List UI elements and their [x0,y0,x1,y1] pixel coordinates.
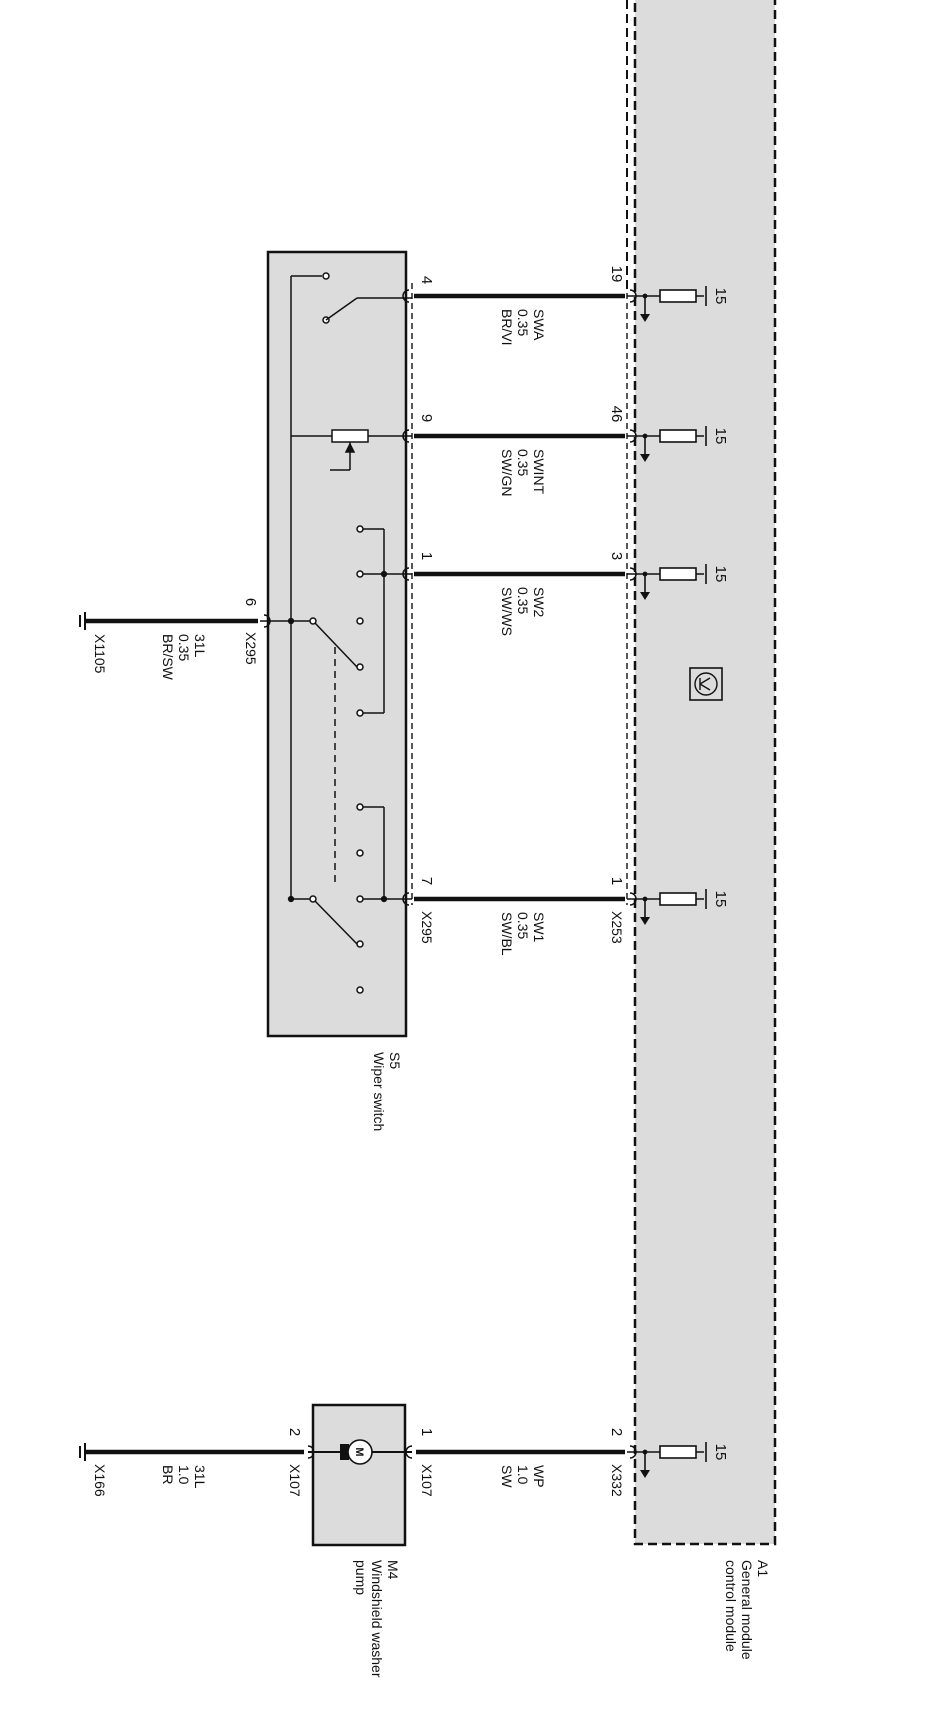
m4-name-line2: pump [353,1560,369,1595]
wire-swint-signal: SWINT [531,449,547,495]
pin-switch-ground: 6 [242,598,259,606]
connector-x295-switch: X295 [419,911,435,944]
a1-feed-swa [627,286,707,322]
wire-sw1-color: SW/BL [499,912,515,956]
ground-symbol-x1105 [79,612,86,630]
wire-pump-ground-size: 1.0 [176,1465,192,1485]
wire-pump-ground-signal: 31L [192,1465,208,1489]
m4-name-line1: Windshield washer [369,1560,385,1678]
wire-sw1-signal: SW1 [531,912,547,943]
wire-swint-color: SW/GN [499,449,515,496]
s5-name: Wiper switch [371,1052,387,1131]
wire-swa-size: 0.35 [515,309,531,336]
terminal-label-wp: 15 [712,1444,729,1461]
connector-x332: X332 [609,1464,625,1497]
a1-name-line1: General module [739,1560,755,1660]
wire-swa-signal: SWA [531,309,547,341]
connector-x107-out: X107 [287,1464,303,1497]
wire-labels: SWA 0.35 BR/VI SWINT 0.35 SW/GN SW2 0.35… [160,309,547,1489]
connector-x253: X253 [609,911,625,944]
ground-label-x1105: X1105 [92,634,108,674]
terminal-label-sw1: 15 [712,891,729,908]
pin-a1-swint: 46 [608,406,625,423]
wire-wp-color: SW [499,1465,515,1488]
s5-switch-box [266,250,408,1038]
pin-switch-sw2: 1 [418,552,435,560]
a1-feed-sw1 [627,889,707,925]
pin-pump-in: 1 [418,1428,435,1436]
wire-pump-ground-color: BR [160,1465,176,1484]
pin-labels: 19 4 46 9 3 1 1 7 6 2 1 2 [242,266,625,1437]
wire-wp-signal: WP [531,1465,547,1488]
connector-x295-ground: X295 [243,632,259,665]
pin-a1-wp: 2 [608,1428,625,1436]
a1-module-box [633,0,777,1546]
motor-symbol-label: M [353,1447,365,1456]
s5-ref: S5 [387,1052,403,1069]
connector-labels: X253 X295 X295 X332 X107 X107 X1105 X166 [92,632,625,1497]
control-unit-icon [689,667,723,701]
pin-a1-sw2: 3 [608,552,625,560]
ground-symbol-x166 [79,1443,86,1461]
wire-sw2-color: SW/WS [499,587,515,636]
terminal-label-swa: 15 [712,288,729,305]
a1-feed-sw2 [627,564,707,600]
wire-switch-ground-signal: 31L [192,634,208,658]
signal-wires [85,293,625,1455]
terminal-label-swint: 15 [712,428,729,445]
pin-switch-swa: 4 [418,276,435,284]
motor-icon: M [308,1439,412,1465]
a1-name-line2: control module [723,1560,739,1652]
wire-swa-color: BR/VI [499,309,515,346]
wire-switch-ground-size: 0.35 [176,634,192,661]
connector-contacts [263,289,637,1459]
wire-wp-size: 1.0 [515,1465,531,1485]
wire-bundle-shield [411,283,628,905]
s5-internal-schematic [260,272,412,994]
wire-sw1-size: 0.35 [515,912,531,939]
wire-switch-ground-color: BR/SW [160,634,176,681]
m4-ref: M4 [385,1560,401,1580]
m4-pump-box [311,1403,407,1547]
connector-x107-in: X107 [419,1464,435,1497]
pin-pump-out: 2 [286,1428,303,1436]
pin-switch-sw1: 7 [418,877,435,885]
wire-sw2-signal: SW2 [531,587,547,618]
a1-feed-wp [627,1442,707,1478]
wire-swint-size: 0.35 [515,449,531,476]
a1-ref: A1 [755,1560,771,1577]
component-labels: S5 Wiper switch M4 Windshield washer pum… [353,1052,771,1678]
terminal-label-sw2: 15 [712,566,729,583]
pin-a1-swa: 19 [608,266,625,283]
pin-a1-sw1: 1 [608,877,625,885]
terminal-15-labels: 15 15 15 15 15 [712,288,729,1461]
a1-feed-swint [627,426,707,462]
pin-switch-swint: 9 [418,414,435,422]
wire-sw2-size: 0.35 [515,587,531,614]
ground-label-x166: X166 [92,1464,108,1497]
